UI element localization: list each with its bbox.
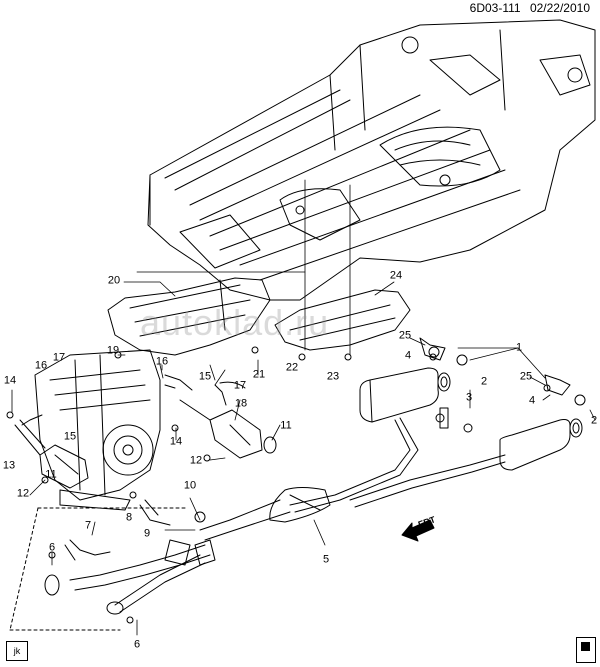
callout-15: 15: [63, 430, 77, 443]
detail-box: [9, 507, 186, 631]
callout-6: 6: [133, 638, 141, 651]
callout-17: 17: [233, 379, 247, 392]
callout-3: 3: [465, 391, 473, 404]
exhaust-pipes: [44, 417, 506, 615]
callout-20: 20: [107, 274, 121, 287]
callout-12: 12: [16, 487, 30, 500]
callout-19: 19: [106, 344, 120, 357]
callout-11: 11: [45, 468, 57, 481]
heat-shield-rear: [274, 289, 411, 351]
callout-18: 18: [234, 397, 248, 410]
callout-16: 16: [34, 359, 48, 372]
hanger-brackets: [419, 337, 571, 429]
callout-4: 4: [528, 394, 536, 407]
callout-5: 5: [322, 553, 330, 566]
callout-11: 11: [280, 419, 292, 432]
catalytic-converter-right: [179, 399, 277, 459]
callout-25: 25: [519, 370, 533, 383]
callout-8: 8: [125, 511, 133, 524]
fasteners: [6, 346, 586, 624]
corner-mark: jk: [6, 641, 28, 661]
callout-2: 2: [480, 375, 488, 388]
callout-21: 21: [252, 368, 266, 381]
engine-block: [21, 349, 161, 511]
corner-logo-icon: [576, 637, 596, 663]
callout-9: 9: [143, 527, 151, 540]
muffler-right: [499, 418, 583, 471]
callout-6: 6: [48, 541, 56, 554]
callout-25: 25: [398, 329, 412, 342]
callout-2: 2: [590, 414, 598, 427]
callout-22: 22: [285, 361, 299, 374]
heat-shield-front: [107, 277, 271, 356]
callout-15: 15: [198, 370, 212, 383]
callout-1: 1: [515, 341, 523, 354]
callout-17: 17: [52, 351, 66, 364]
callout-16: 16: [155, 355, 169, 368]
callout-10: 10: [183, 479, 197, 492]
callout-13: 13: [2, 459, 16, 472]
callout-7: 7: [84, 519, 92, 532]
callout-14: 14: [169, 435, 183, 448]
callout-4: 4: [404, 349, 412, 362]
diagram-code: 6D03-111: [469, 1, 521, 15]
callout-14: 14: [3, 374, 17, 387]
oxygen-sensors: [64, 374, 246, 561]
callout-23: 23: [326, 370, 340, 383]
leader-lines: [11, 179, 596, 636]
callout-24: 24: [389, 269, 403, 282]
underbody-floor-pan: [147, 19, 596, 301]
front-direction-arrow: [401, 519, 435, 542]
muffler-left: [359, 367, 451, 423]
callout-12: 12: [189, 454, 203, 467]
diagram-date: 02/22/2010: [529, 1, 590, 15]
diagram-header: 6D03-111 02/22/2010: [470, 1, 590, 15]
